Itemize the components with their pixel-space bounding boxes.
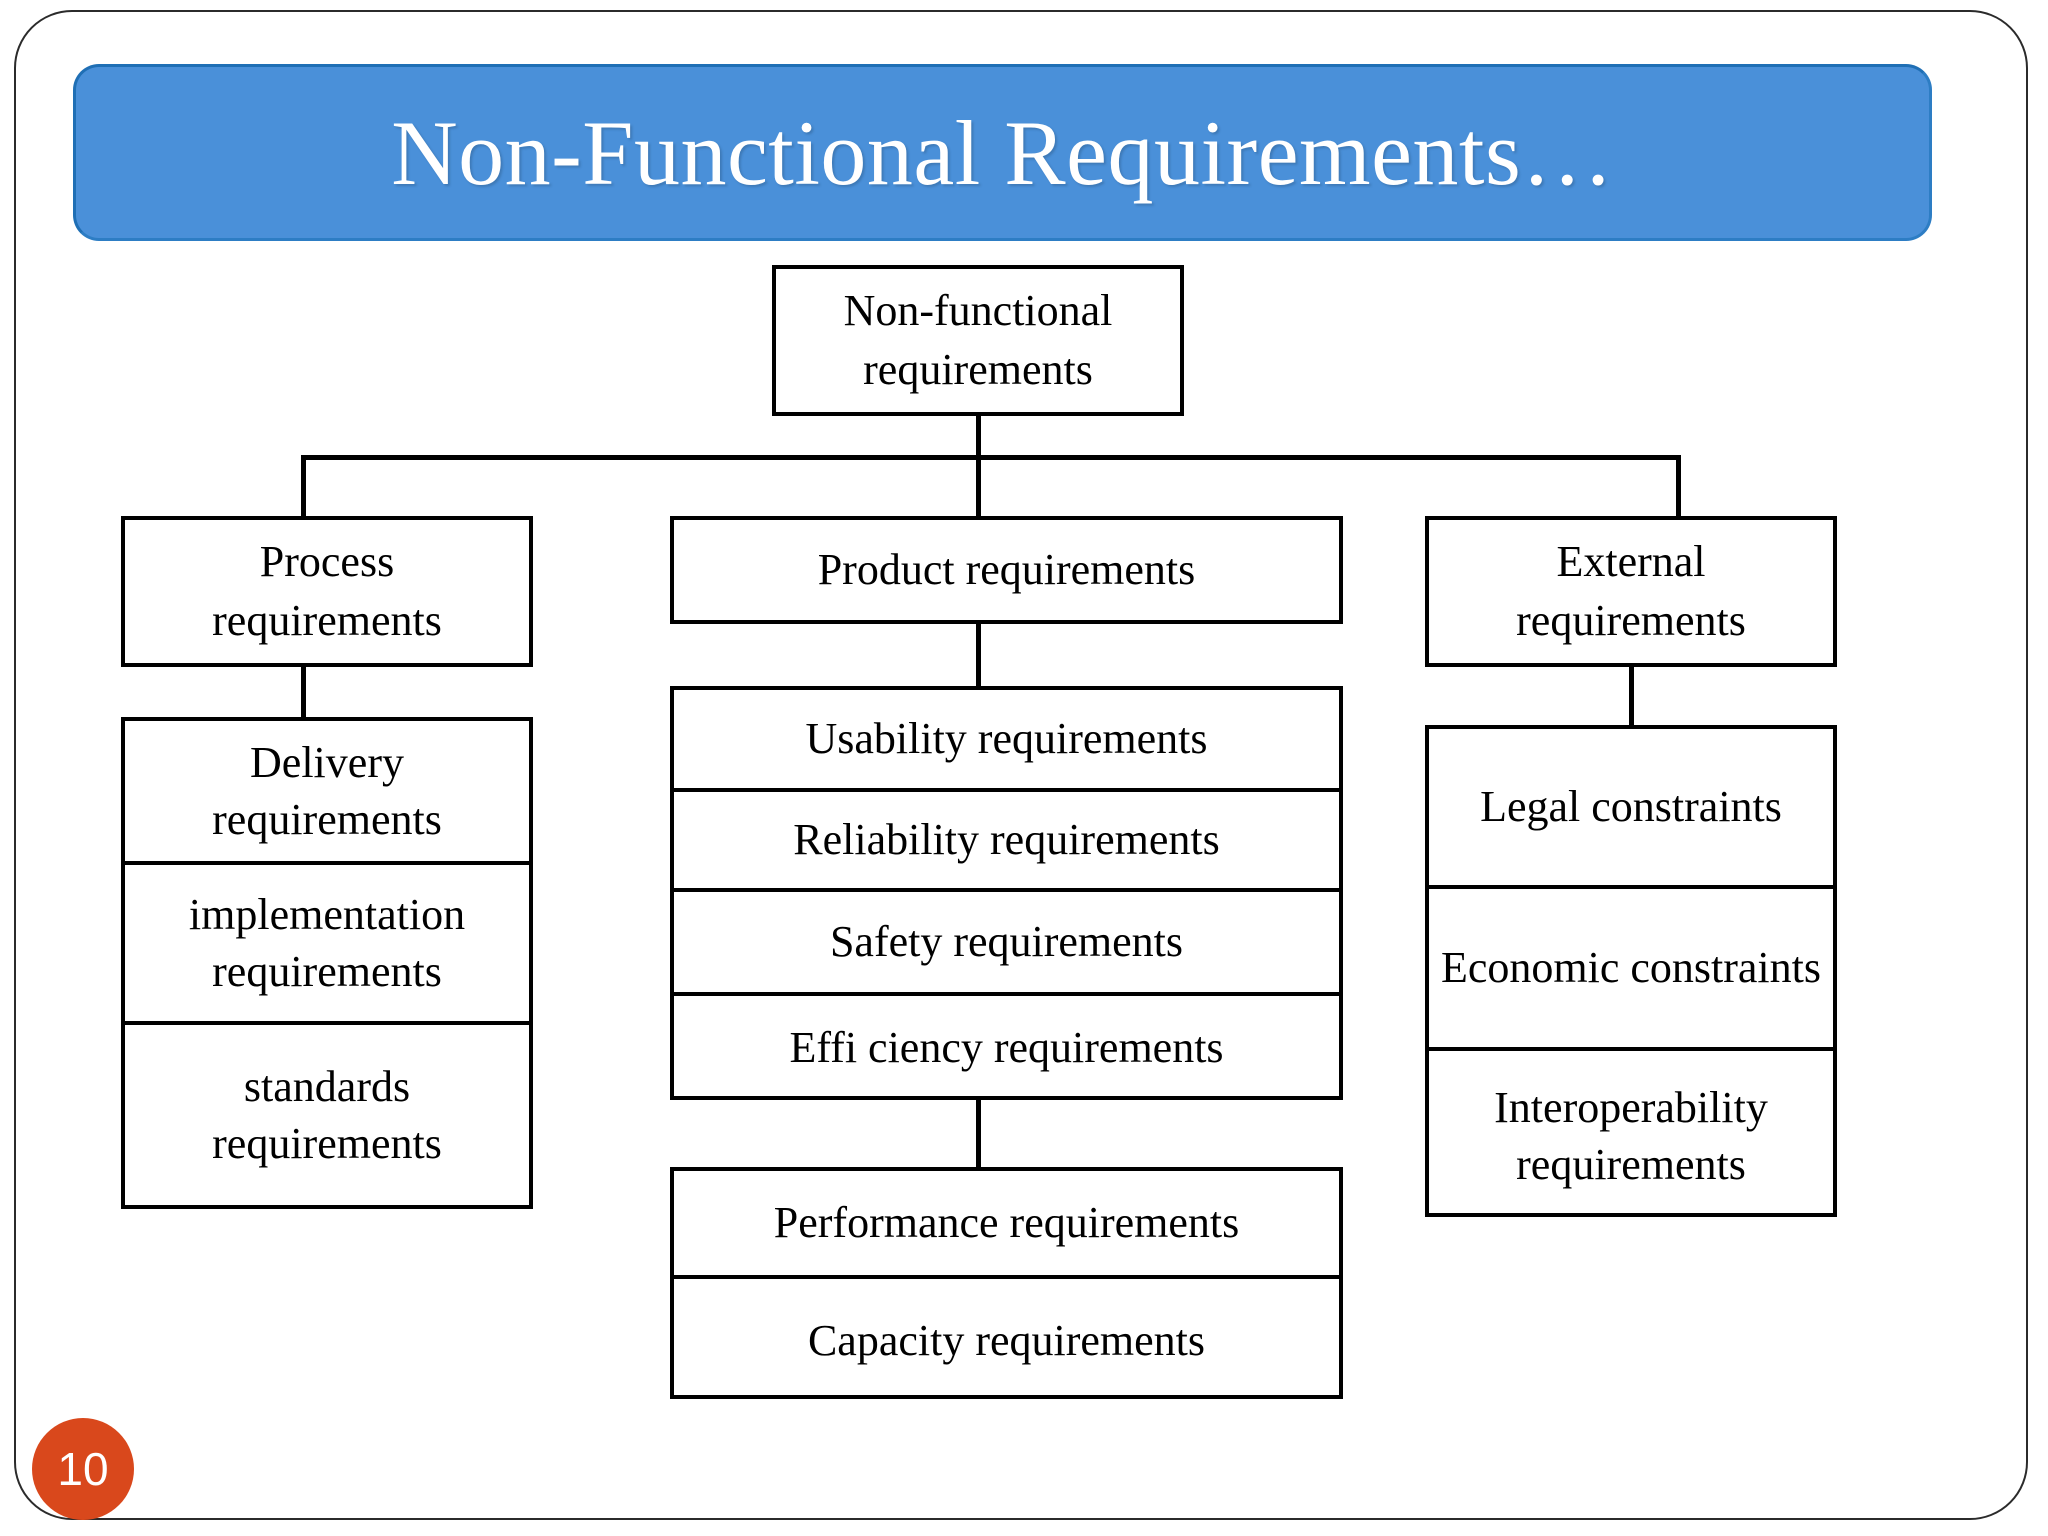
node-efficiency-requirements: Effi ciency requirements (789, 1023, 1224, 1073)
connector-drop-process (301, 455, 306, 519)
connector-drop-product (976, 455, 981, 519)
stack-external-children: Legal constraints Economic constraints I… (1425, 725, 1837, 1217)
connector-process-to-children (301, 666, 306, 718)
connector-drop-external (1676, 455, 1681, 519)
page-number: 10 (57, 1443, 109, 1495)
connector-product-to-children (976, 623, 981, 687)
node-product-label: Product requirements (817, 544, 1196, 594)
node-economic-constraints: Economic constraints (1429, 889, 1833, 1051)
node-root-line1: Non-functional (843, 285, 1113, 335)
node-implementation-requirements: implementation requirements (125, 865, 529, 1025)
connector-root-stem (976, 414, 981, 458)
node-external-line2: requirements (1516, 595, 1746, 645)
node-external-requirements: External requirements (1425, 516, 1837, 667)
node-root-nonfunctional-requirements: Non-functional requirements (772, 265, 1184, 416)
node-reliability-requirements: Reliability requirements (674, 792, 1339, 892)
stack-product-children-2: Performance requirements Capacity requir… (670, 1167, 1343, 1399)
node-safety-requirements: Safety requirements (674, 892, 1339, 996)
node-process-line2: requirements (212, 595, 442, 645)
node-root-line2: requirements (863, 344, 1093, 394)
connector-external-to-children (1629, 666, 1634, 726)
node-usability-requirements: Usability requirements (674, 690, 1339, 792)
node-external-line1: External (1556, 536, 1706, 586)
page-number-badge: 10 (32, 1418, 134, 1520)
stack-product-children: Usability requirements Reliability requi… (670, 686, 1343, 1100)
node-process-line1: Process (259, 536, 395, 586)
node-legal-constraints: Legal constraints (1429, 729, 1833, 889)
node-performance-requirements: Performance requirements (674, 1171, 1339, 1279)
stack-process-children: Delivery requirements implementation req… (121, 717, 533, 1209)
connector-product-to-performance (976, 1099, 981, 1171)
node-capacity-requirements: Capacity requirements (807, 1316, 1206, 1366)
node-product-requirements: Product requirements (670, 516, 1343, 624)
page-title: Non-Functional Requirements… (391, 101, 1614, 204)
node-process-requirements: Process requirements (121, 516, 533, 667)
slide-title-banner: Non-Functional Requirements… (73, 64, 1932, 241)
connector-trunk (301, 455, 1679, 460)
node-interoperability-requirements: Interoperability requirements (1494, 1082, 1768, 1189)
node-delivery-requirements: Delivery requirements (125, 721, 529, 865)
node-standards-requirements: standards requirements (212, 1061, 442, 1168)
